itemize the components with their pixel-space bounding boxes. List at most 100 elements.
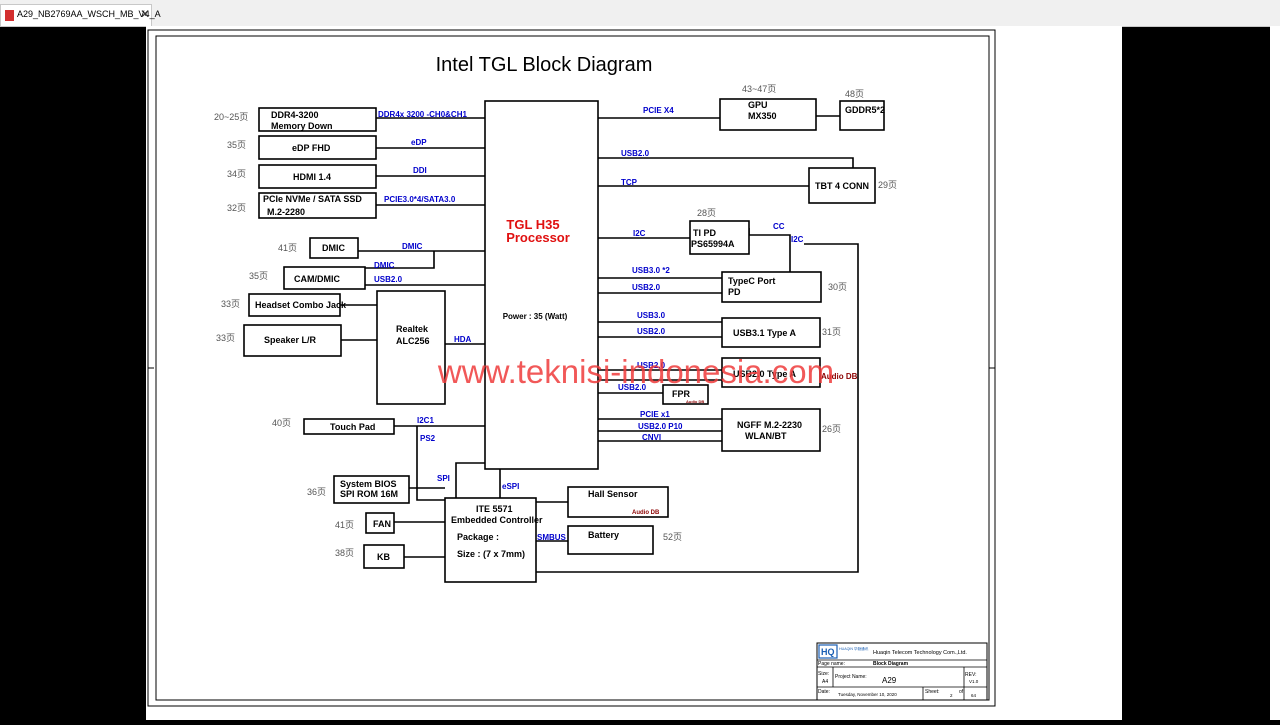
sig-pcie-x4: PCIE X4 <box>643 106 674 115</box>
sig-ddi: DDI <box>413 166 427 175</box>
speaker-box <box>243 324 342 357</box>
gpu-box <box>719 98 817 131</box>
date-value: Tuesday, November 10, 2020 <box>838 692 897 697</box>
ec-label-1: ITE 5571 <box>476 504 513 514</box>
project-label: Project Name: <box>835 674 867 680</box>
gpu-label-1: GPU <box>748 100 768 110</box>
page-hdmi: 34页 <box>227 169 246 179</box>
sig-smbus: SMBUS <box>537 533 567 542</box>
page-fan: 41页 <box>335 520 354 530</box>
tipd-label-1: TI PD <box>693 228 717 238</box>
hall-box <box>567 486 669 518</box>
sig-ddr: DDR4x 3200 -CH0&CH1 <box>378 110 467 119</box>
battery-box <box>567 525 654 555</box>
fan-label: FAN <box>373 519 391 529</box>
ssd-label-1: PCIe NVMe / SATA SSD <box>263 194 362 204</box>
edp-label: eDP FHD <box>292 143 331 153</box>
headset-box <box>248 293 341 317</box>
ssd-label-2: M.2-2280 <box>267 207 305 217</box>
scrollbar-track[interactable] <box>1270 26 1280 720</box>
page-ngff: 26页 <box>822 424 841 434</box>
ngff-box <box>721 408 821 452</box>
rev-label: REV: <box>965 672 976 678</box>
page-tbt: 29页 <box>878 180 897 190</box>
fpr-box <box>662 384 709 405</box>
sig-dmic: DMIC <box>402 242 423 251</box>
cpu-block <box>484 100 599 470</box>
audio-db-usb: Audio DB <box>821 372 858 381</box>
watermark: www.teknisi-indonesia.com <box>437 353 834 390</box>
hdmi-box <box>258 164 377 189</box>
speaker-label: Speaker L/R <box>264 335 317 345</box>
block-diagram: Intel TGL Block Diagram TGL H35 Processo… <box>147 29 996 707</box>
close-icon[interactable]: ✕ <box>140 7 151 21</box>
page-tipd: 28页 <box>697 208 716 218</box>
typec-label-1: TypeC Port <box>728 276 775 286</box>
ngff-label-1: NGFF M.2-2230 <box>737 420 802 430</box>
usb31-box <box>721 317 821 348</box>
bios-label-2: SPI ROM 16M <box>340 489 398 499</box>
sheet-total: 64 <box>971 693 977 698</box>
ddr-label-2: Memory Down <box>271 121 333 131</box>
ddr-label-1: DDR4-3200 <box>271 110 319 120</box>
sig-edp: eDP <box>411 138 427 147</box>
page-battery: 52页 <box>663 532 682 542</box>
sheet-value: 2 <box>950 693 953 698</box>
sig-usb20-p10: USB2.0 P10 <box>638 422 683 431</box>
document-tab[interactable]: A29_NB2769AA_WSCH_MB_V4_A ✕ <box>0 4 161 26</box>
sheet-label: Sheet: <box>925 689 939 695</box>
page-name-label: Page name: <box>818 661 845 667</box>
usb20-box <box>721 357 821 388</box>
bios-box <box>333 475 410 504</box>
kb-label: KB <box>377 552 390 562</box>
dmic-label: DMIC <box>322 243 345 253</box>
rev-value: V1.0 <box>969 679 979 684</box>
page-cam: 35页 <box>249 271 268 281</box>
touchpad-box <box>303 418 395 435</box>
ec-label-4: Size : (7 x 7mm) <box>457 549 525 559</box>
cpu-power: Power : 35 (Watt) <box>503 312 568 321</box>
date-label: Date: <box>818 689 830 695</box>
ec-label-2: Embedded Controller <box>451 515 543 525</box>
sig-i2c-pd: I2C <box>791 235 804 244</box>
sig-usb20-tbt: USB2.0 <box>621 149 650 158</box>
cam-box <box>283 266 366 290</box>
diagram-title: Intel TGL Block Diagram <box>436 54 653 76</box>
page-dmic: 41页 <box>278 243 297 253</box>
tab-bar: A29_NB2769AA_WSCH_MB_V4_A ✕ <box>0 0 1280 27</box>
ngff-label-2: WLAN/BT <box>745 431 787 441</box>
headset-label: Headset Combo Jack <box>255 300 347 310</box>
sig-pcie-sata: PCIE3.0*4/SATA3.0 <box>384 195 456 204</box>
page-typec: 30页 <box>828 282 847 292</box>
gddr-label: GDDR5*2 <box>845 105 885 115</box>
gpu-label-2: MX350 <box>748 111 777 121</box>
svg-text:HQ: HQ <box>821 647 835 657</box>
pdf-icon <box>5 10 14 21</box>
company-logo-icon <box>818 644 838 659</box>
audio-db-fpr: Audio DB <box>686 399 704 404</box>
sig-usb20-a20: USB2.0 <box>637 361 666 370</box>
sig-dmic-2: DMIC <box>374 261 395 270</box>
sig-usb20-a31: USB2.0 <box>637 327 666 336</box>
battery-label: Battery <box>588 530 619 540</box>
page-gddr: 48页 <box>845 89 864 99</box>
ssd-box <box>258 192 377 219</box>
sig-spi: SPI <box>437 474 450 483</box>
page-speaker: 33页 <box>216 333 235 343</box>
sig-usb20-typec: USB2.0 <box>632 283 661 292</box>
ddr-box <box>258 107 377 132</box>
sig-i2c1: I2C1 <box>417 416 434 425</box>
sig-cnvi: CNVI <box>642 433 661 442</box>
realtek-box <box>376 290 446 405</box>
dmic-box <box>309 237 359 259</box>
size-value: A4 <box>822 679 828 685</box>
page-touchpad: 40页 <box>272 418 291 428</box>
size-label: Size: <box>818 671 829 677</box>
tab-title: A29_NB2769AA_WSCH_MB_V4_A <box>17 9 161 19</box>
page-name-value: Block Diagram <box>873 661 909 667</box>
hdmi-label: HDMI 1.4 <box>293 172 331 182</box>
cpu-name-2: Processor <box>506 230 570 245</box>
tipd-box <box>689 220 750 255</box>
sig-hda: HDA <box>454 335 472 344</box>
typec-label-2: PD <box>728 287 741 297</box>
